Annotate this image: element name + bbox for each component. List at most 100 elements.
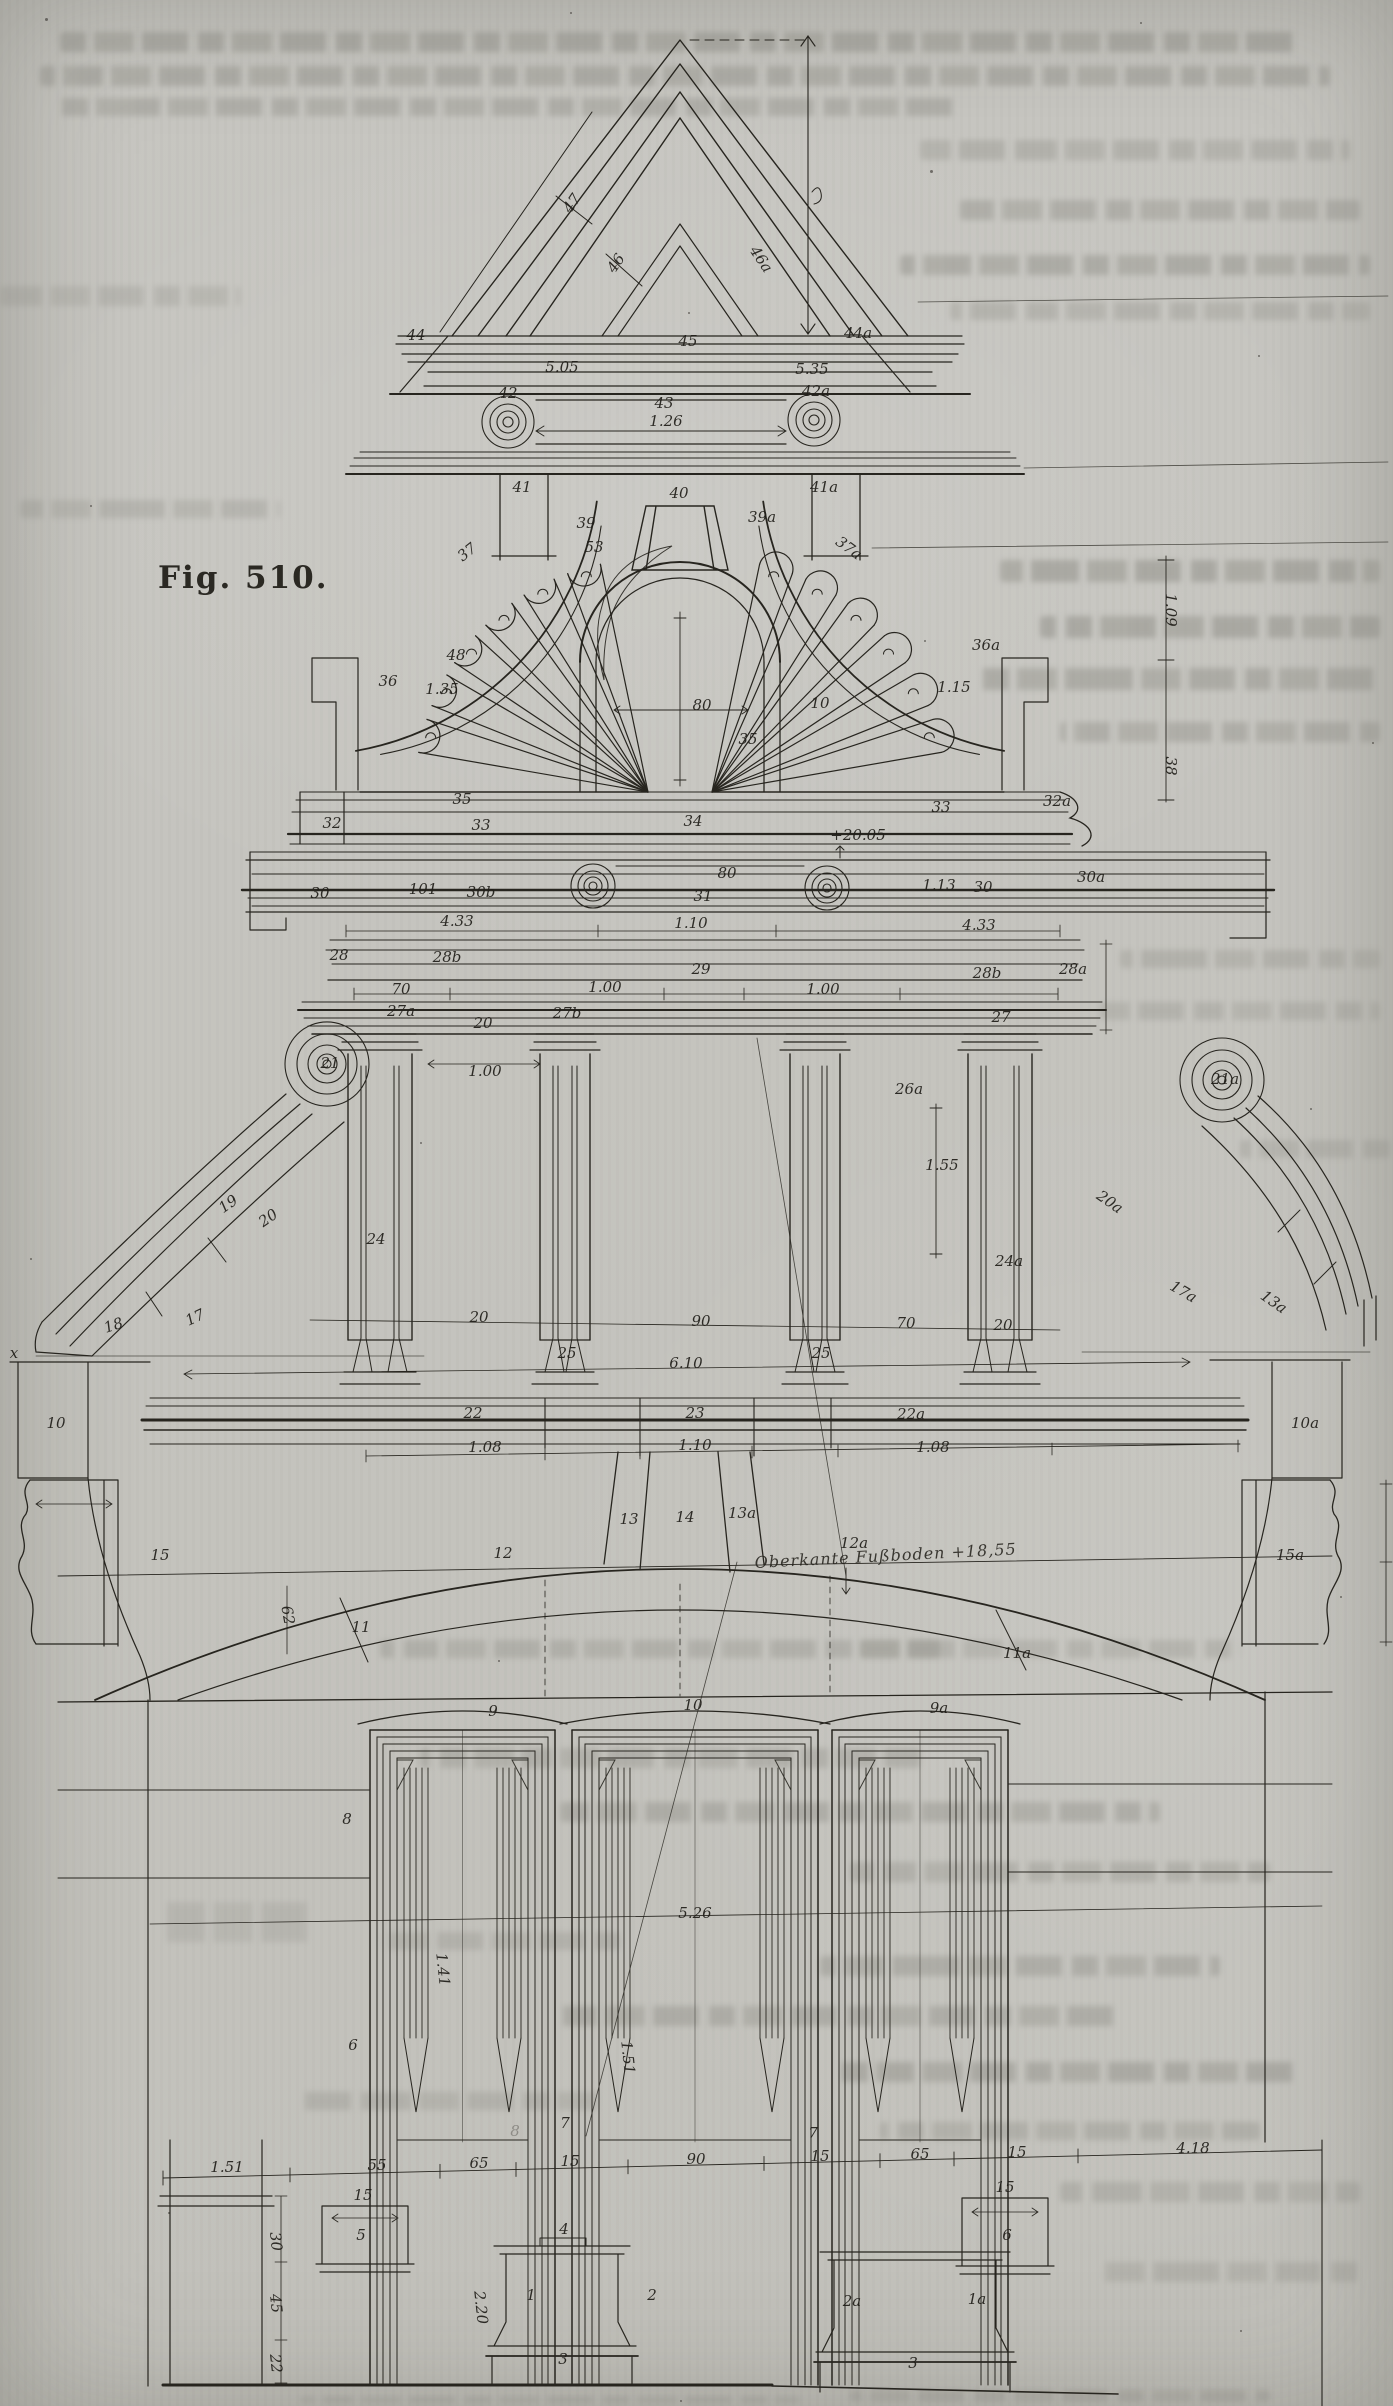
drawing-line xyxy=(967,1053,1033,1341)
drawing-label: 13a xyxy=(1257,1286,1290,1317)
drawing-label: 34 xyxy=(683,812,702,830)
drawing-label: 9a xyxy=(930,1699,949,1717)
drawing-line xyxy=(758,525,980,755)
drawing-line xyxy=(1179,1037,1265,1123)
drawing-line xyxy=(418,718,441,754)
drawing-line xyxy=(781,1339,849,1385)
ghost-text-line xyxy=(300,2092,600,2110)
drawing-line xyxy=(559,1710,831,1725)
drawing-label: 42 xyxy=(497,384,517,402)
drawing-line xyxy=(523,594,649,793)
drawing-line xyxy=(711,705,929,793)
drawing-line xyxy=(794,1337,836,1373)
drawing-label: 36 xyxy=(378,672,398,690)
drawing-label: 1 xyxy=(526,2286,536,2304)
drawing-line xyxy=(847,597,878,626)
ghost-text-line xyxy=(0,286,240,306)
ghost-text-line xyxy=(1000,560,1380,582)
drawing-line xyxy=(808,414,820,426)
drawing-label: 21 xyxy=(319,1054,339,1072)
drawing-line xyxy=(496,410,520,434)
drawing-label: 1.51 xyxy=(210,2158,243,2176)
ghost-text-line xyxy=(960,200,1360,220)
drawing-line xyxy=(907,688,919,695)
drawing-label: 24 xyxy=(365,1230,385,1248)
drawing-label: 65 xyxy=(910,2145,929,2163)
drawing-label: 15 xyxy=(995,2178,1014,2196)
drawing-label: 13 xyxy=(619,1510,638,1528)
drawing-line xyxy=(284,1021,370,1107)
drawing-label: 21a xyxy=(1210,1070,1239,1088)
drawing-line xyxy=(711,662,906,793)
drawing-line xyxy=(759,551,794,575)
drawing-label: 23 xyxy=(684,1404,704,1422)
drawing-line xyxy=(502,416,514,428)
drawing-line xyxy=(850,614,862,621)
paper-speck xyxy=(1310,1108,1312,1110)
drawing-label: 27a xyxy=(386,1002,415,1020)
drawing-label: 1.09 xyxy=(1162,593,1180,627)
drawing-line xyxy=(425,732,437,739)
drawing-label: 31 xyxy=(693,887,712,905)
drawing-label: 40 xyxy=(668,484,689,502)
keystone-and-stubs xyxy=(491,473,869,571)
ghost-text-line xyxy=(1060,722,1380,742)
drawing-label: 10 xyxy=(683,1696,703,1714)
drawing-line xyxy=(475,635,649,793)
drawing-line xyxy=(883,648,894,655)
drawing-line xyxy=(418,751,649,793)
drawing-label: 1.26 xyxy=(649,412,683,430)
ghost-text-line xyxy=(1100,2262,1360,2282)
drawing-label: 13a xyxy=(728,1504,756,1522)
paper-speck xyxy=(1240,2330,1242,2332)
drawing-line xyxy=(822,883,832,893)
drawing-label: 26a xyxy=(894,1080,923,1098)
drawing-line xyxy=(802,408,826,432)
drawing-line xyxy=(360,1065,400,1339)
paper-speck xyxy=(420,1142,422,1144)
drawing-line xyxy=(759,2037,785,2113)
paper-speck xyxy=(498,1660,500,1662)
drawing-line xyxy=(485,624,649,793)
drawing-label: 17a xyxy=(1167,1277,1200,1307)
drawing-label: 10 xyxy=(46,1414,66,1432)
drawing-line xyxy=(539,1313,591,1327)
drawing-line xyxy=(570,863,616,909)
main-cornice xyxy=(240,851,1276,939)
drawing-line xyxy=(511,602,649,793)
drawing-label: 11 xyxy=(351,1618,370,1636)
drawing-line xyxy=(489,403,527,441)
drawing-label: 28b xyxy=(972,964,1002,982)
drawing-line xyxy=(858,1759,876,1791)
ink-shadow-crescent xyxy=(597,545,673,681)
paper-speck xyxy=(30,1258,32,1260)
drawing-label: 35 xyxy=(452,790,471,808)
drawing-label: 44a xyxy=(843,324,872,342)
drawing-label: 38 xyxy=(1162,756,1180,775)
drawing-line xyxy=(523,578,557,604)
lower-arch xyxy=(57,1451,1333,1701)
ghost-text-line xyxy=(380,1932,620,1950)
drawing-line xyxy=(307,1044,347,1084)
drawing-line xyxy=(380,525,602,755)
paper-speck xyxy=(90,505,92,507)
drawing-label: 25 xyxy=(556,1344,576,1362)
ghost-text-line xyxy=(900,255,1370,275)
drawing-label: 20 xyxy=(468,1308,489,1326)
drawing-line xyxy=(583,876,603,896)
drawing-label: 30 xyxy=(310,884,330,902)
drawing-line xyxy=(339,1339,421,1385)
drawing-line xyxy=(352,1337,408,1373)
drawing-line xyxy=(1211,1069,1233,1091)
drawing-label: 18 xyxy=(102,1314,126,1337)
drawing-label: 25 xyxy=(810,1344,830,1362)
drawing-line xyxy=(711,718,934,793)
drawing-label: 80 xyxy=(717,864,737,882)
drawing-line xyxy=(1202,1060,1242,1100)
pediment-entablature xyxy=(389,335,971,395)
drawing-line xyxy=(466,648,477,655)
side-scrolls xyxy=(34,1021,1377,1357)
drawing-label: 3 xyxy=(908,2354,918,2372)
drawing-label: 11a xyxy=(1003,1644,1031,1662)
drawing-line xyxy=(316,1053,338,1075)
